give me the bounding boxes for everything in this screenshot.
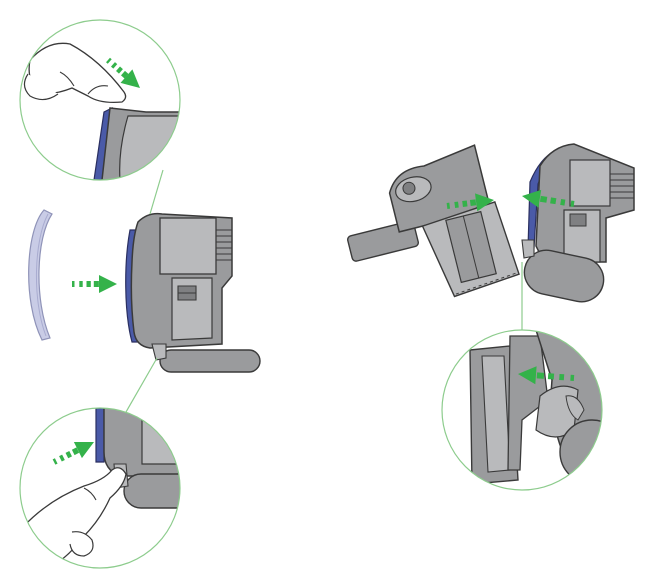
arrow-head [120,69,141,89]
arrow-dash [570,374,575,381]
green-dashed-arrow-icon [72,275,117,293]
arrow-dash [110,62,118,69]
arrow-head [521,189,542,208]
green-dashed-arrow-icon [517,366,575,385]
arrow-dash [550,197,557,205]
dust-bin-icon [347,144,520,298]
arrow-dash [547,373,555,380]
arrow-dash [72,281,75,287]
arrow-dash [539,195,548,203]
arrow-head [99,275,117,293]
arrow-dash [454,201,459,208]
green-dashed-arrow-icon [521,189,575,208]
arrow-dash [116,66,123,74]
detail-bottom-press [19,407,181,569]
detail-latch-click [441,329,603,491]
arrow-head [73,441,94,459]
arrow-dash [559,373,565,381]
arrow-dash [86,281,91,287]
arrow-dash [560,198,566,206]
green-dashed-arrow-icon [106,57,141,89]
vacuum-handle-icon [125,212,261,373]
arrow-dash [462,200,468,207]
green-dashed-arrow-icon [52,441,94,465]
green-dashed-arrow-icon [446,193,495,212]
arrow-dash [570,200,575,207]
arrow-dash [536,372,545,379]
arrow-dash [52,458,58,465]
detail-top-press [19,19,181,181]
arrow-dash [79,281,83,287]
arrow-dash [121,70,129,79]
arrow-dash [93,281,99,287]
arrow-head [475,193,495,212]
arrow-dash [71,447,80,456]
vacuum-handle-icon [521,143,635,303]
arrow-dash [106,57,112,64]
arrow-dash [59,454,65,462]
filter-strip [28,209,53,341]
arrow-dash [469,199,477,207]
arrow-head [517,366,537,385]
arrow-dash [446,202,451,209]
arrow-dash [65,450,72,459]
